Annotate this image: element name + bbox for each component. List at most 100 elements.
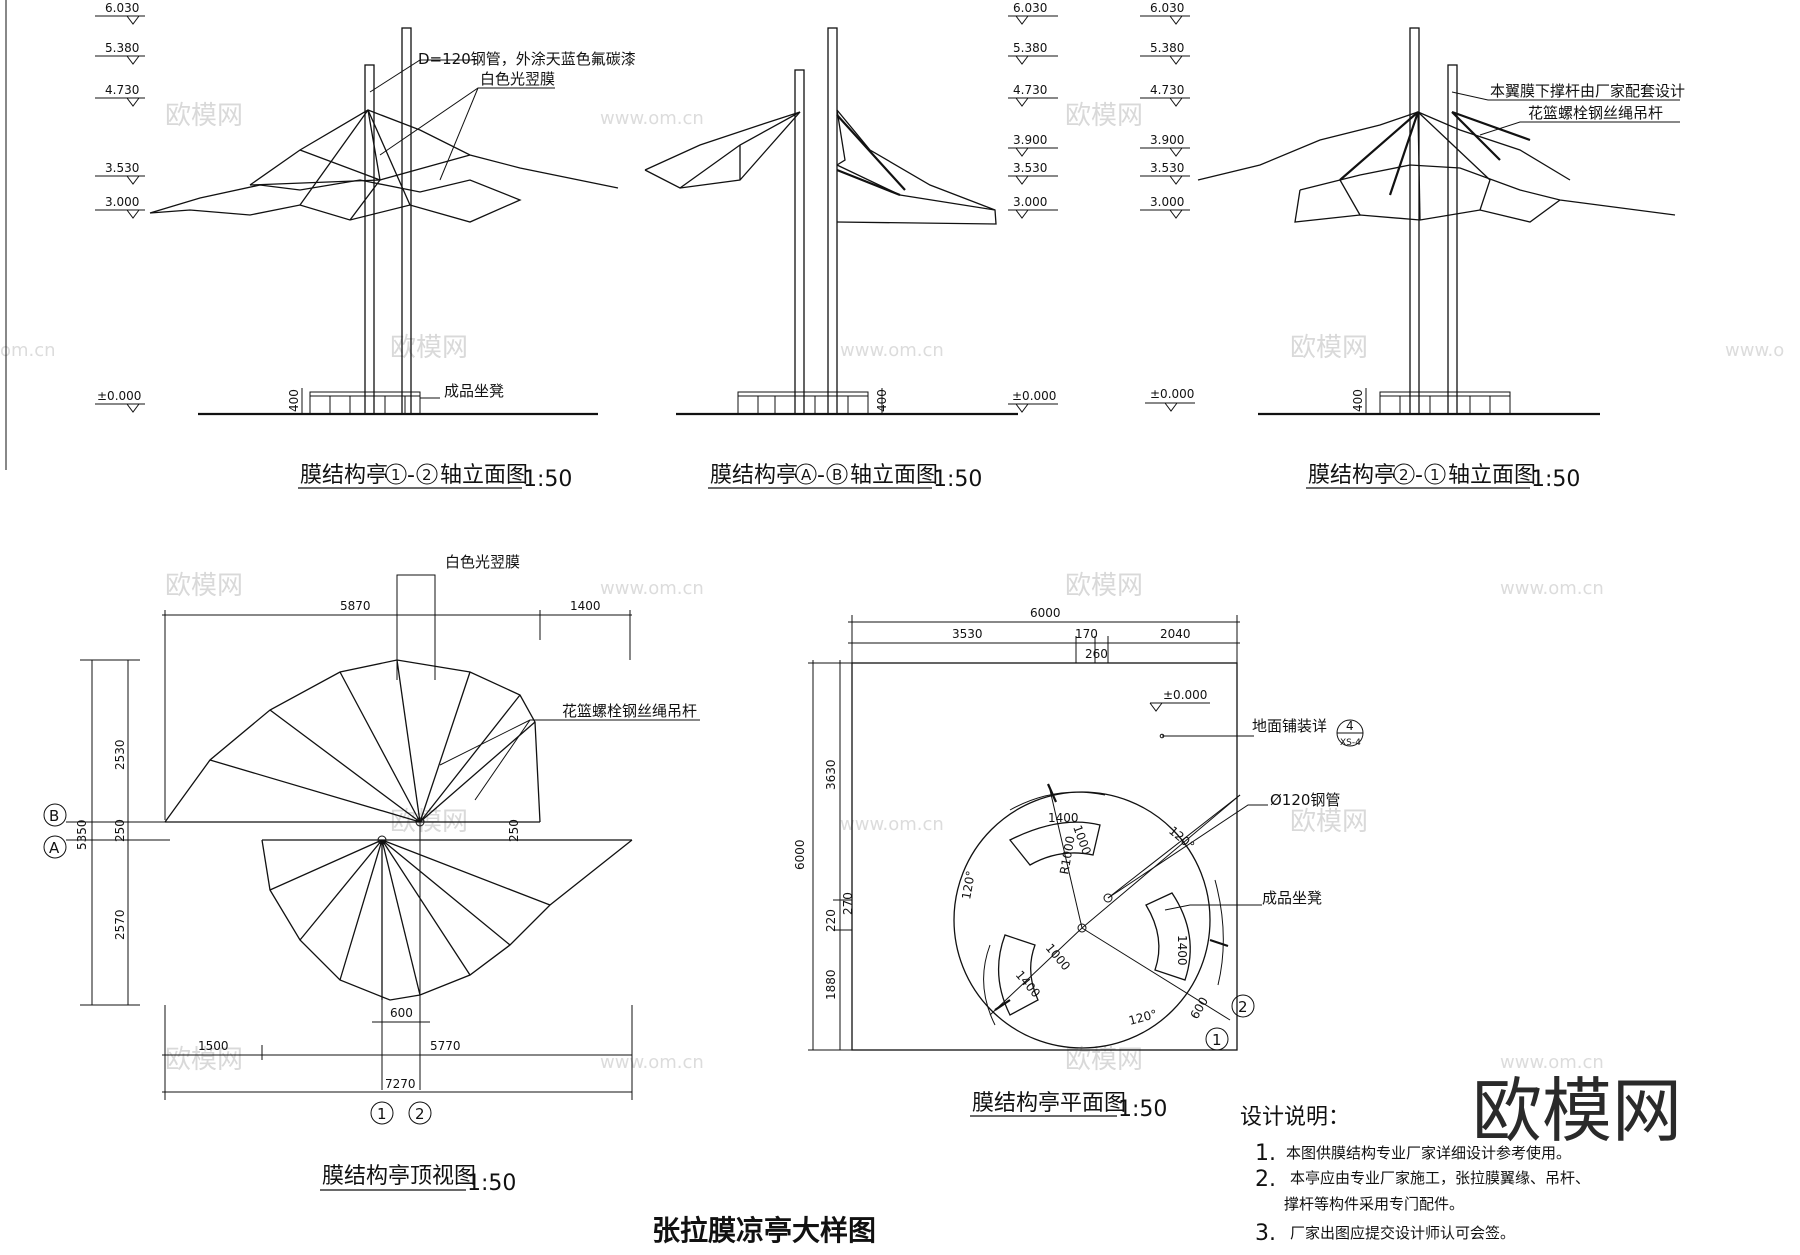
dim-1500: 1500: [198, 1039, 229, 1053]
elevation-a-b: 6.030 5.380 4.730 3.900 3.530 3.000 ±0.0…: [644, 1, 1058, 492]
dim-5870: 5870: [340, 599, 371, 613]
dim-2530: 2530: [113, 739, 127, 770]
top-view: 5870 1400 白色光翌膜 花篮螺栓钢丝绳吊杆: [43, 553, 700, 1196]
dim-2040: 2040: [1160, 627, 1191, 641]
title-elevation-1-2-c: 轴立面图: [440, 463, 528, 488]
lower-membrane-outline: [261, 839, 633, 1001]
axis-2-marker: 2: [422, 466, 432, 484]
rope-label: 花篮螺栓钢丝绳吊杆: [1528, 104, 1663, 122]
level-3000: 3.000: [1150, 195, 1184, 209]
rope-label: 花篮螺栓钢丝绳吊杆: [562, 702, 697, 720]
level-3000: 3.000: [105, 195, 139, 209]
watermark-url: www.o: [1725, 340, 1784, 361]
axis-1-marker: 1: [1212, 1031, 1222, 1049]
dim-1880: 1880: [824, 969, 838, 1000]
membrane-canopy: [1197, 110, 1676, 223]
note-2b: 撑杆等构件采用专门配件。: [1284, 1195, 1464, 1213]
level-4730: 4.730: [105, 83, 139, 97]
watermark-url: www.om.cn: [600, 578, 704, 599]
title-elevation-a-b-c: 轴立面图: [850, 463, 938, 488]
watermark-url: www.om.cn: [840, 814, 944, 835]
steel-pole: [827, 27, 838, 415]
dim-400: 400: [1351, 389, 1365, 412]
level-3530: 3.530: [1150, 161, 1184, 175]
paving-ref-num: 4: [1346, 719, 1354, 733]
steel-pipe-point: [1103, 893, 1113, 903]
dim-1400: 1400: [1175, 935, 1189, 966]
angle-120: 120°: [1127, 1007, 1159, 1028]
level-6030: 6.030: [105, 1, 139, 15]
level-3900: 3.900: [1150, 133, 1184, 147]
axis-1-marker: 1: [391, 466, 401, 484]
watermark-logo: 欧模网: [1290, 333, 1368, 363]
watermark-logo: 欧模网: [165, 571, 243, 601]
sheet-title: 张拉膜凉亭大样图: [652, 1214, 876, 1247]
axis-a-marker: A: [801, 466, 812, 484]
axis-a-marker: A: [49, 839, 60, 857]
level-6030: 6.030: [1013, 1, 1047, 15]
watermark-logo: 欧模网: [390, 333, 468, 363]
dim-1400: 1400: [570, 599, 601, 613]
note-1-number: 1.: [1255, 1141, 1276, 1166]
title-elevation-2-1-b: -: [1415, 463, 1423, 488]
watermark-url: www.om.cn: [600, 108, 704, 129]
bench-plan: [1008, 821, 1101, 866]
axis-2-marker: 2: [1399, 466, 1409, 484]
watermark-url: om.cn: [0, 340, 56, 361]
axis-2-marker: 2: [1238, 998, 1248, 1016]
level-marks: 6.030 5.380 4.730 3.900 3.530 3.000 ±0.0…: [1008, 1, 1058, 413]
bench: [1379, 391, 1511, 415]
dim-600: 600: [1187, 995, 1211, 1022]
axis-b-marker: B: [832, 466, 842, 484]
steel-pole: [1409, 27, 1420, 415]
membrane-canopy: [644, 109, 997, 225]
dim-3630: 3630: [824, 759, 838, 790]
strut-note-label: 本翼膜下撑杆由厂家配套设计: [1490, 82, 1685, 100]
level-5380: 5.380: [1013, 41, 1047, 55]
title-elevation-2-1-c: 轴立面图: [1448, 463, 1536, 488]
title-elevation-1-2-b: -: [407, 463, 415, 488]
watermark-logo-large: 欧模网: [1472, 1070, 1682, 1152]
scale-top-view: 1:50: [467, 1171, 516, 1196]
level-4730: 4.730: [1150, 83, 1184, 97]
dim-1000: 1000: [1043, 941, 1073, 973]
dim-6000: 6000: [1030, 606, 1061, 620]
scale-elevation-a-b: 1:50: [933, 467, 982, 492]
elevation-2-1: 6.030 5.380 4.730 3.900 3.530 3.000 ±0.0…: [1140, 1, 1685, 492]
steel-pole: [794, 69, 805, 415]
watermark-logo: 欧模网: [1065, 101, 1143, 131]
axis-1-marker: 1: [1430, 466, 1440, 484]
level-marks: 6.030 5.380 4.730 3.530 3.000 ±0.000: [95, 1, 145, 413]
level-5380: 5.380: [1150, 41, 1184, 55]
pipe-plan-label: Ø120钢管: [1270, 791, 1340, 809]
bench-label: 成品坐凳: [1262, 889, 1322, 907]
steel-pipe-label: D=120钢管，外涂天蓝色氟碳漆: [418, 50, 636, 68]
dim-250: 250: [507, 819, 521, 842]
level-4730: 4.730: [1013, 83, 1047, 97]
paving-ref-sheet: XS-4: [1340, 738, 1361, 748]
axis-1-marker: 1: [377, 1105, 387, 1123]
scale-elevation-1-2: 1:50: [523, 467, 572, 492]
dim-2570: 2570: [113, 909, 127, 940]
dim-220: 220: [824, 909, 838, 932]
notes-heading: 设计说明：: [1240, 1105, 1350, 1130]
level-0000: ±0.000: [97, 389, 141, 403]
watermark-logo: 欧模网: [1065, 571, 1143, 601]
dim-5770: 5770: [430, 1039, 461, 1053]
watermark-url: www.om.cn: [840, 340, 944, 361]
angle-120: 120°: [959, 870, 978, 901]
note-2-number: 2.: [1255, 1167, 1276, 1192]
dim-7270: 7270: [385, 1077, 416, 1091]
watermarks: 欧模网 www.om.cn 欧模网 om.cn 欧模网 www.om.cn 欧模…: [0, 101, 1784, 1075]
dim-r1000: R1000: [1057, 835, 1078, 876]
title-plan: 膜结构亭平面图: [972, 1091, 1126, 1116]
dim-1400: 1400: [1048, 811, 1079, 825]
elevation-1-2: 6.030 5.380 4.730 3.530 3.000 ±0.000: [95, 1, 636, 492]
note-1: 本图供膜结构专业厂家详细设计参考使用。: [1286, 1144, 1571, 1162]
note-3-number: 3.: [1255, 1221, 1276, 1246]
membrane-label: 白色光翌膜: [445, 553, 520, 571]
paving-square: [851, 662, 1238, 1051]
dim-600: 600: [390, 1006, 413, 1020]
bench: [309, 391, 421, 415]
